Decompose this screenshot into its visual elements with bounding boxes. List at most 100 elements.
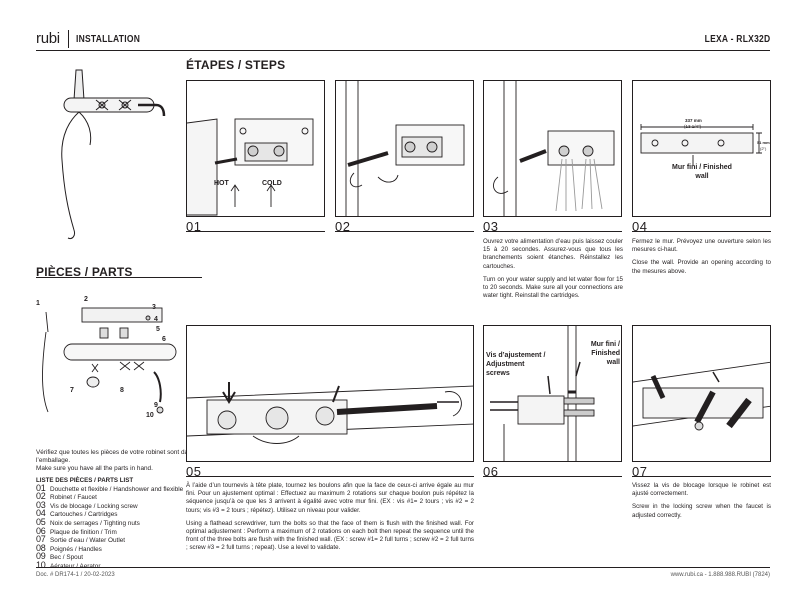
- part-label: Robinet / Faucet: [50, 494, 97, 502]
- part-number: 06: [36, 525, 46, 536]
- part-number: 07: [36, 534, 46, 545]
- part-item: 08 Poignés / Handles: [36, 542, 183, 554]
- callout-3: 3: [152, 304, 156, 311]
- step-04-dim-height-imperial: (2"): [760, 146, 767, 151]
- step-02-rule: [335, 231, 474, 232]
- step-04-panel: [632, 80, 771, 217]
- part-number: 09: [36, 551, 46, 562]
- step-05-number: 05: [186, 464, 202, 479]
- step-02-number: 02: [335, 219, 351, 234]
- part-number: 08: [36, 542, 46, 553]
- doc-number: Doc. # DR174-1 / 20-02-2023: [36, 572, 115, 578]
- callout-2: 2: [84, 296, 88, 303]
- part-label: Sortie d’eau / Water Outlet: [50, 537, 126, 545]
- part-number: 02: [36, 491, 46, 502]
- step-06-adjustment-screws-label: Vis d’ajustement / Adjustment screws: [486, 352, 546, 377]
- part-label: Douchette et flexible / Handshower and f…: [50, 485, 184, 493]
- parts-title-rule: [36, 277, 202, 278]
- part-label: Cartouches / Cartridges: [50, 511, 118, 519]
- verify-note-en: Make sure you have all the parts in hand…: [36, 464, 153, 472]
- step-04-text: Fermez le mur. Prévoyez une ouverture se…: [632, 238, 771, 276]
- step-01-panel: [186, 80, 325, 217]
- step-03-panel: [483, 80, 622, 217]
- step-03-number: 03: [483, 219, 499, 234]
- verify-note: Vérifiez que toutes les pièces de votre …: [36, 449, 201, 472]
- step-02-panel: [335, 80, 474, 217]
- step-07-panel: [632, 325, 771, 462]
- parts-list-title: LISTE DES PIÈCES / PARTS LIST: [36, 477, 134, 484]
- footer-rule: [36, 567, 770, 568]
- callout-9: 9: [154, 402, 158, 409]
- part-item: 04 Cartouches / Cartridges: [36, 508, 183, 519]
- step-05-text-fr: À l’aide d’un tournevis à tête plate, to…: [186, 482, 474, 514]
- step-07-text-en: Screw in the locking screw when the fauc…: [632, 503, 771, 519]
- step-07-number: 07: [632, 464, 648, 479]
- part-item: 01 Douchette et flexible / Handshower and…: [36, 482, 184, 494]
- part-label: Bec / Spout: [50, 554, 84, 562]
- step-03-rule: [483, 231, 622, 232]
- parts-list: LISTE DES PIÈCES / PARTS LIST 01 Douchett…: [36, 477, 183, 571]
- header-section: INSTALLATION: [76, 34, 141, 45]
- callout-8: 8: [120, 387, 124, 394]
- part-number: 01: [36, 482, 46, 493]
- callout-10: 10: [146, 412, 154, 419]
- part-item: 02 Robinet / Faucet: [36, 491, 183, 502]
- step-04-number: 04: [632, 219, 648, 234]
- step-03-text: Ouvrez votre alimentation d’eau puis lai…: [483, 238, 623, 300]
- part-label: Poignés / Handles: [50, 545, 102, 553]
- step-03-text-fr: Ouvrez votre alimentation d’eau puis lai…: [483, 238, 623, 270]
- part-item: 03 Vis de blocage / Locking screw: [36, 499, 183, 511]
- part-item: 09 Bec / Spout: [36, 551, 183, 562]
- parts-title: PIÈCES / PARTS: [36, 265, 133, 279]
- callout-7: 7: [70, 387, 74, 394]
- header-rule: [36, 50, 770, 51]
- step-05-text: À l’aide d’un tournevis à tête plate, to…: [186, 482, 474, 553]
- part-label: Plaque de finition / Trim: [50, 528, 117, 536]
- step-04-finished-wall-label: Mur fini / Finished wall: [672, 164, 732, 180]
- step-07-rule: [632, 476, 771, 477]
- step-01-number: 01: [186, 219, 202, 234]
- step-04-text-fr: Fermez le mur. Prévoyez une ouverture se…: [632, 238, 771, 254]
- part-item: 05 Noix de serrages / Tighting nuts: [36, 516, 183, 528]
- parts-exploded-view: [36, 292, 186, 427]
- part-label: Noix de serrages / Tighting nuts: [50, 519, 140, 527]
- step-06-panel: [483, 325, 622, 462]
- step-01-rule: [186, 231, 325, 232]
- step-04-dim-width: 337 mm: [685, 118, 702, 123]
- verify-note-fr: Vérifiez que toutes les pièces de votre …: [36, 449, 195, 464]
- step-07-text: Vissez la vis de blocage lorsque le robi…: [632, 482, 771, 520]
- callout-1: 1: [36, 300, 40, 307]
- step-04-dim-height: 51 mm: [757, 140, 770, 145]
- callout-6: 6: [162, 336, 166, 343]
- part-label: Aérateur / Aerator: [50, 563, 100, 570]
- part-number: 10: [36, 559, 46, 570]
- product-illustration: [40, 60, 170, 250]
- brand-logo: rubi: [36, 30, 60, 47]
- step-07-text-fr: Vissez la vis de blocage lorsque le robi…: [632, 482, 771, 498]
- step-05-rule: [186, 476, 474, 477]
- step-05-text-en: Using a flathead screwdriver, turn the b…: [186, 519, 474, 552]
- header-separator: [68, 30, 69, 48]
- part-item: 10 Aérateur / Aerator: [36, 559, 183, 571]
- contact-info: www.rubi.ca - 1.888.988.RUBI (7824): [670, 572, 770, 578]
- part-item: 07 Sortie d’eau / Water Outlet: [36, 534, 183, 545]
- part-number: 05: [36, 516, 46, 527]
- step-04-rule: [632, 231, 771, 232]
- cold-label: COLD: [262, 180, 282, 187]
- steps-title: ÉTAPES / STEPS: [186, 58, 286, 72]
- header-model: LEXA - RLX32D: [704, 34, 770, 45]
- step-06-rule: [483, 476, 622, 477]
- part-number: 04: [36, 508, 46, 519]
- step-06-number: 06: [483, 464, 499, 479]
- callout-5: 5: [156, 326, 160, 333]
- step-03-text-en: Turn on your water supply and let water …: [483, 275, 623, 300]
- step-06-finished-wall-label: Mur fini / Finished wall: [590, 341, 620, 366]
- callout-4: 4: [154, 316, 158, 323]
- step-04-text-en: Close the wall. Provide an opening accor…: [632, 259, 771, 275]
- step-05-panel: [186, 325, 474, 462]
- part-number: 03: [36, 499, 46, 510]
- part-item: 06 Plaque de finition / Trim: [36, 525, 183, 537]
- step-04-dim-width-imperial: (13 1/4"): [684, 124, 702, 129]
- hot-label: HOT: [214, 180, 229, 187]
- part-label: Vis de blocage / Locking screw: [50, 502, 138, 510]
